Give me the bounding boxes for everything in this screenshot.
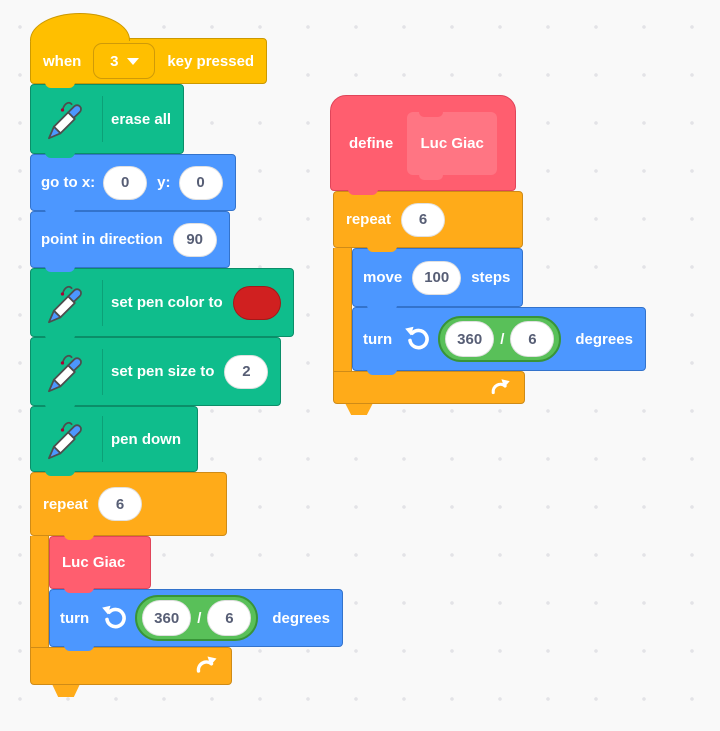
- block-bump: [45, 152, 75, 158]
- custom-block-call[interactable]: Luc Giac: [49, 536, 152, 593]
- define-label: define: [349, 134, 394, 152]
- pen-icon: [48, 354, 82, 392]
- repeat-c-arm: [30, 536, 49, 647]
- point-in-direction-label: point in direction: [41, 231, 163, 248]
- block-bump: [64, 645, 94, 651]
- pen-icon: [48, 285, 82, 323]
- block-bump: [45, 404, 75, 410]
- block-bump: [45, 266, 75, 272]
- repeat-bottom-arm[interactable]: [333, 371, 525, 404]
- division-sign: /: [197, 609, 202, 627]
- repeat-block[interactable]: repeat 6: [30, 472, 227, 540]
- define-block[interactable]: define Luc Giac: [330, 95, 517, 195]
- direction-input[interactable]: 90: [172, 222, 217, 257]
- division-sign: /: [500, 330, 505, 348]
- division-operator-block[interactable]: 360 / 6: [438, 316, 562, 362]
- y-input[interactable]: 0: [178, 165, 223, 200]
- set-pen-color-block[interactable]: set pen color to: [30, 268, 294, 341]
- pen-icon: [48, 421, 82, 460]
- divider: [102, 416, 103, 462]
- loop-arrow-icon: [196, 654, 219, 673]
- turn-degrees-block[interactable]: turn 360 / 6 degrees: [49, 589, 343, 651]
- pen-icon: [48, 101, 82, 140]
- pen-down-label: pen down: [111, 430, 181, 448]
- set-pen-color-label: set pen color to: [111, 294, 223, 311]
- prototype-bump: [419, 174, 444, 180]
- pen-size-input[interactable]: 2: [224, 354, 269, 389]
- key-dropdown[interactable]: 3: [93, 43, 156, 79]
- repeat-label: repeat: [346, 211, 392, 228]
- repeat-c-arm: [333, 248, 352, 371]
- block-bump: [367, 369, 397, 375]
- turn-ccw-icon: [404, 326, 430, 350]
- go-to-xy-block[interactable]: go to x: 0 y: 0: [30, 154, 236, 215]
- repeat-bottom-nub: [345, 403, 373, 415]
- repeat-times-input[interactable]: 6: [401, 202, 446, 237]
- prototype-label: Luc Giac: [420, 134, 484, 152]
- repeat-bottom-arm[interactable]: [30, 647, 232, 685]
- set-pen-size-block[interactable]: set pen size to 2: [30, 337, 282, 410]
- block-bump: [348, 189, 378, 195]
- block-bump: [45, 335, 75, 341]
- x-input[interactable]: 0: [103, 165, 148, 200]
- repeat-times-input[interactable]: 6: [98, 487, 143, 521]
- y-label: y:: [157, 174, 171, 191]
- steps-label: steps: [471, 269, 511, 286]
- point-in-direction-block[interactable]: point in direction 90: [30, 211, 230, 272]
- pen-down-block[interactable]: pen down: [30, 406, 198, 476]
- numerator-input[interactable]: 360: [142, 600, 192, 636]
- division-operator-block[interactable]: 360 / 6: [135, 595, 259, 641]
- turn-label: turn: [363, 330, 393, 348]
- divider: [102, 279, 103, 326]
- degrees-label: degrees: [575, 330, 633, 348]
- go-to-x-label: go to x:: [41, 174, 96, 191]
- denominator-input[interactable]: 6: [510, 321, 555, 357]
- when-label: when: [43, 52, 82, 70]
- degrees-label: degrees: [272, 609, 330, 627]
- move-label: move: [363, 269, 403, 286]
- custom-block-prototype[interactable]: Luc Giac: [407, 111, 498, 180]
- erase-all-block[interactable]: erase all: [30, 84, 185, 158]
- block-bump: [45, 82, 75, 88]
- loop-arrow-icon: [491, 377, 512, 394]
- pen-color-swatch[interactable]: [232, 285, 281, 320]
- turn-ccw-icon: [101, 605, 127, 629]
- denominator-input[interactable]: 6: [207, 600, 252, 636]
- erase-all-label: erase all: [111, 110, 172, 128]
- repeat-label: repeat: [43, 495, 89, 513]
- block-bump: [45, 470, 75, 476]
- set-pen-size-label: set pen size to: [111, 363, 215, 380]
- turn-degrees-block[interactable]: turn 360 / 6 degrees: [352, 307, 646, 375]
- custom-call-label: Luc Giac: [62, 554, 126, 571]
- when-key-pressed-block[interactable]: when 3 key pressed: [30, 13, 268, 88]
- divider: [102, 96, 103, 142]
- move-steps-block[interactable]: move 100 steps: [352, 248, 524, 311]
- block-bump: [367, 305, 397, 311]
- block-bump: [45, 209, 75, 215]
- divider: [102, 348, 103, 395]
- repeat-block[interactable]: repeat 6: [333, 191, 523, 252]
- key-dropdown-value: 3: [110, 52, 119, 70]
- steps-input[interactable]: 100: [412, 260, 462, 295]
- block-bump: [64, 587, 94, 593]
- chevron-down-icon: [126, 57, 139, 65]
- block-bump: [367, 246, 397, 252]
- repeat-bottom-nub: [52, 684, 80, 697]
- block-bump: [64, 534, 94, 540]
- key-pressed-label: key pressed: [167, 52, 255, 70]
- prototype-notch: [419, 111, 444, 117]
- turn-label: turn: [60, 609, 90, 627]
- numerator-input[interactable]: 360: [445, 321, 495, 357]
